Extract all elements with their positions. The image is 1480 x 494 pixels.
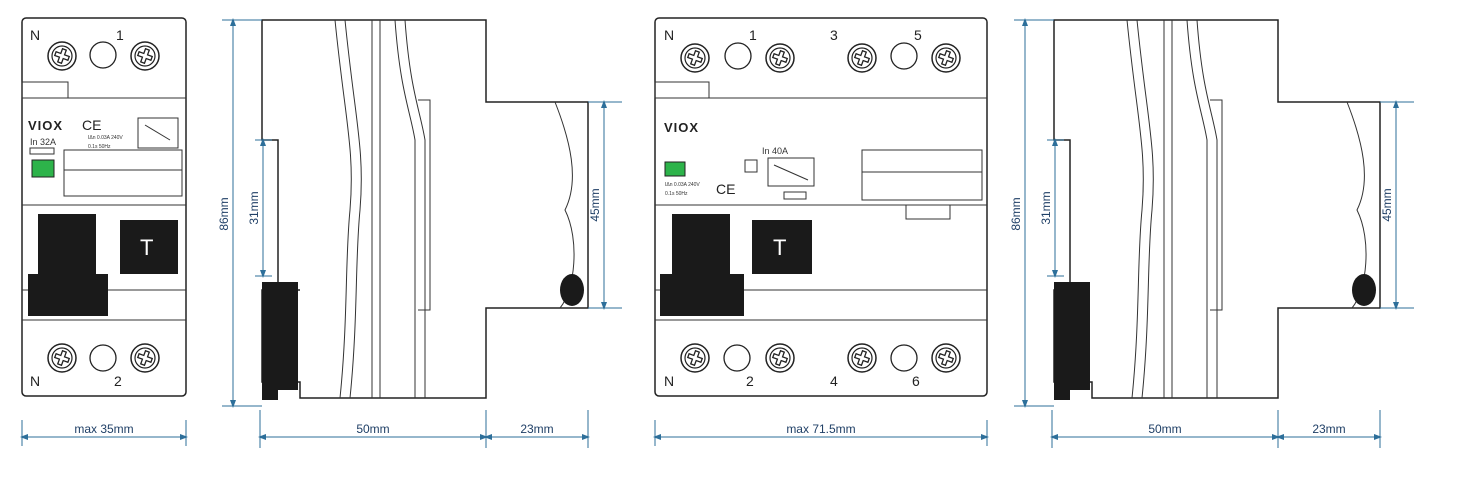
side-left-rail-label: 45mm [588,188,602,221]
screw-terminal-icon [765,43,795,73]
front-2p-brand-logo: VIOX [28,118,63,133]
side-left-depth-label: 50mm [356,422,389,436]
front-2p-terminal-top-1: 1 [116,27,124,43]
front-4p-terminal-top-n: N [664,27,674,43]
front-2p-width-label: max 35mm [74,422,133,436]
screw-terminal-icon [847,343,877,373]
screw-terminal-icon [47,343,77,373]
side-left-housing [261,19,589,399]
front-4p-terminal-top-3: 3 [830,27,838,43]
side-right-depth-label: 50mm [1148,422,1181,436]
front-4p-terminal-bottom-2: 2 [746,373,754,389]
front-4p-test-button[interactable] [752,220,812,274]
front-4p-width-label: max 71.5mm [786,422,855,436]
terminal-hole-icon [89,344,117,372]
screw-terminal-icon [765,343,795,373]
front-2p-terminal-bottom-2: 2 [114,373,122,389]
side-left-lever-label: 31mm [247,191,261,224]
terminal-hole-icon [724,42,752,70]
front-2p-circuit-symbol-icon [137,117,179,149]
side-view-right: 86mm 31mm 45mm 50mm 23mm [1009,18,1414,448]
front-4p-terminal-bottom-4: 4 [830,373,838,389]
front-4p-indicator-window [664,161,686,177]
front-4p-terminal-bottom-n: N [664,373,674,389]
front-2p-spec-line2: 0.1s 50Hz [88,144,111,150]
front-2p-terminal-top-n: N [30,27,40,43]
screw-terminal-icon [931,343,961,373]
front-4p-test-button-label: T [773,235,786,260]
side-view-left: 86mm 31mm 45mm 50mm 23mm [217,18,622,448]
screw-terminal-icon [847,43,877,73]
side-left-height-label: 86mm [217,197,231,230]
front-2p-indicator-window [31,159,55,178]
front-2p-spec-line1: IΔn 0.03A 240V [88,135,123,141]
terminal-hole-icon [723,344,751,372]
front-2p-toggle-lever[interactable] [38,214,96,276]
front-4p-ce-mark: CE [716,181,735,197]
front-4p-terminal-top-5: 5 [914,27,922,43]
screw-terminal-icon [931,43,961,73]
side-right-rear-label: 23mm [1312,422,1345,436]
front-4p-rating: In 40A [762,146,788,156]
side-left-lever [262,282,298,390]
front-2p-test-button-label: T [140,235,153,260]
front-4p-toggle-lever[interactable] [672,214,730,276]
screw-terminal-icon [680,43,710,73]
front-view-2p: N 1 VIOX CE In 32A IΔn 0.03A 240V 0.1s 5… [20,17,188,446]
terminal-hole-icon [890,42,918,70]
front-2p-ce-mark: CE [82,117,101,133]
screw-terminal-icon [47,41,77,71]
front-2p-housing [21,17,187,397]
front-4p-terminal-bottom-6: 6 [912,373,920,389]
front-4p-terminal-top-1: 1 [749,27,757,43]
side-right-lever-label: 31mm [1039,191,1053,224]
side-right-din-clip [1352,274,1376,306]
side-left-rear-label: 23mm [520,422,553,436]
terminal-hole-icon [890,344,918,372]
screw-terminal-icon [130,41,160,71]
side-left-din-clip [560,274,584,306]
front-4p-spec-line2: 0.1s 50Hz [665,191,688,197]
front-2p-rating: In 32A [30,137,56,147]
front-4p-brand-logo: VIOX [664,120,699,135]
side-right-lever [1054,282,1090,390]
front-4p-housing [654,17,988,397]
screw-terminal-icon [680,343,710,373]
front-4p-circuit-symbol-icon [767,157,815,187]
terminal-hole-icon [89,41,117,69]
front-2p-test-button[interactable] [120,220,178,274]
side-right-height-label: 86mm [1009,197,1023,230]
side-right-housing [1053,19,1381,399]
front-view-4p: N 1 3 5 VIOX In 40A IΔn 0.03A 240V 0.1s … [653,17,989,446]
screw-terminal-icon [130,343,160,373]
front-2p-terminal-bottom-n: N [30,373,40,389]
front-4p-spec-line1: IΔn 0.03A 240V [665,182,700,188]
side-right-rail-label: 45mm [1380,188,1394,221]
